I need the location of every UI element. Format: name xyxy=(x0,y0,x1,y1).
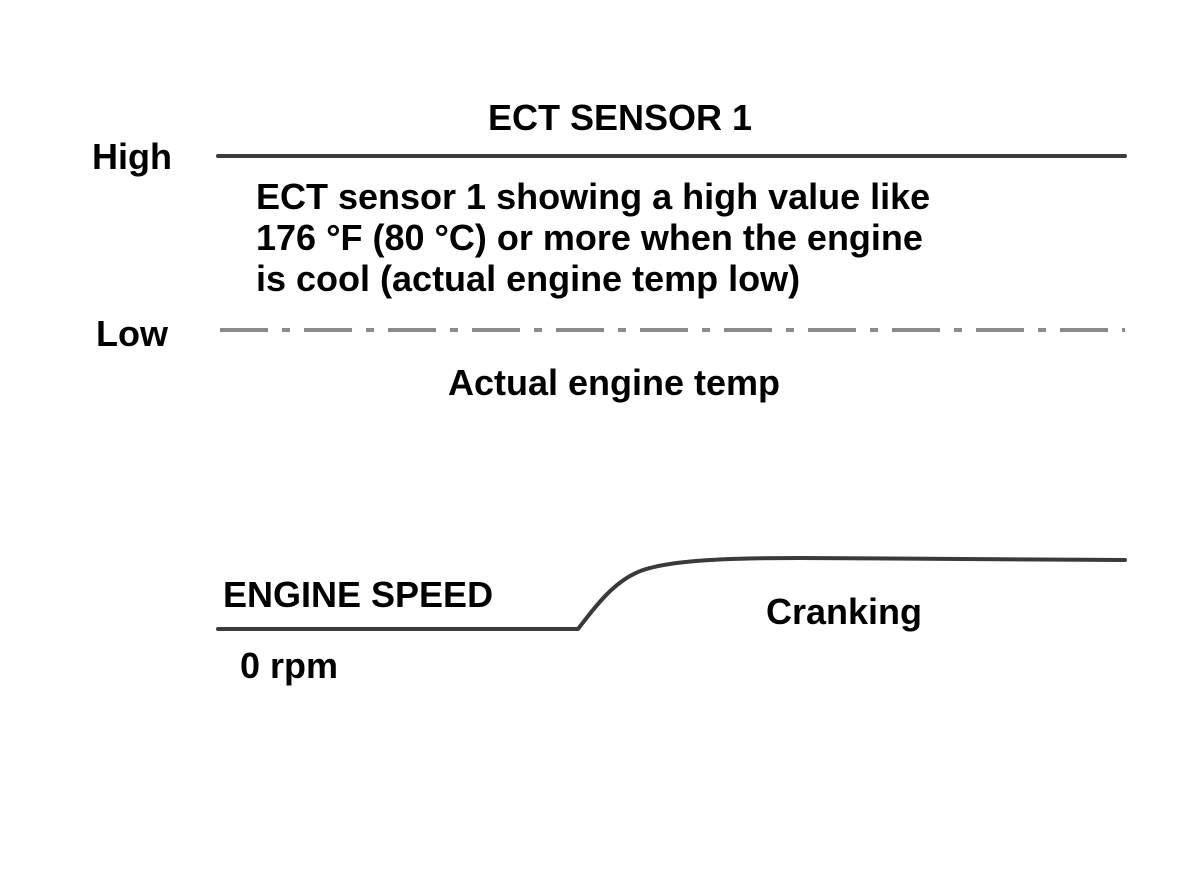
actual-engine-temp-label: Actual engine temp xyxy=(448,362,781,403)
sensor-description: ECT sensor 1 showing a high value like 1… xyxy=(256,176,930,299)
description-line: ECT sensor 1 showing a high value like xyxy=(256,176,931,217)
engine-speed-line xyxy=(216,556,1127,631)
diagram-title: ECT SENSOR 1 xyxy=(488,97,753,138)
low-level-label: Low xyxy=(96,313,168,354)
cranking-label: Cranking xyxy=(766,591,923,632)
zero-rpm-label: 0 rpm xyxy=(240,645,339,686)
engine-speed-label: ENGINE SPEED xyxy=(223,574,494,615)
description-line: 176 °F (80 °C) or more when the engine xyxy=(256,217,923,258)
high-level-label: High xyxy=(92,136,172,177)
description-line: is cool (actual engine temp low) xyxy=(256,258,801,299)
